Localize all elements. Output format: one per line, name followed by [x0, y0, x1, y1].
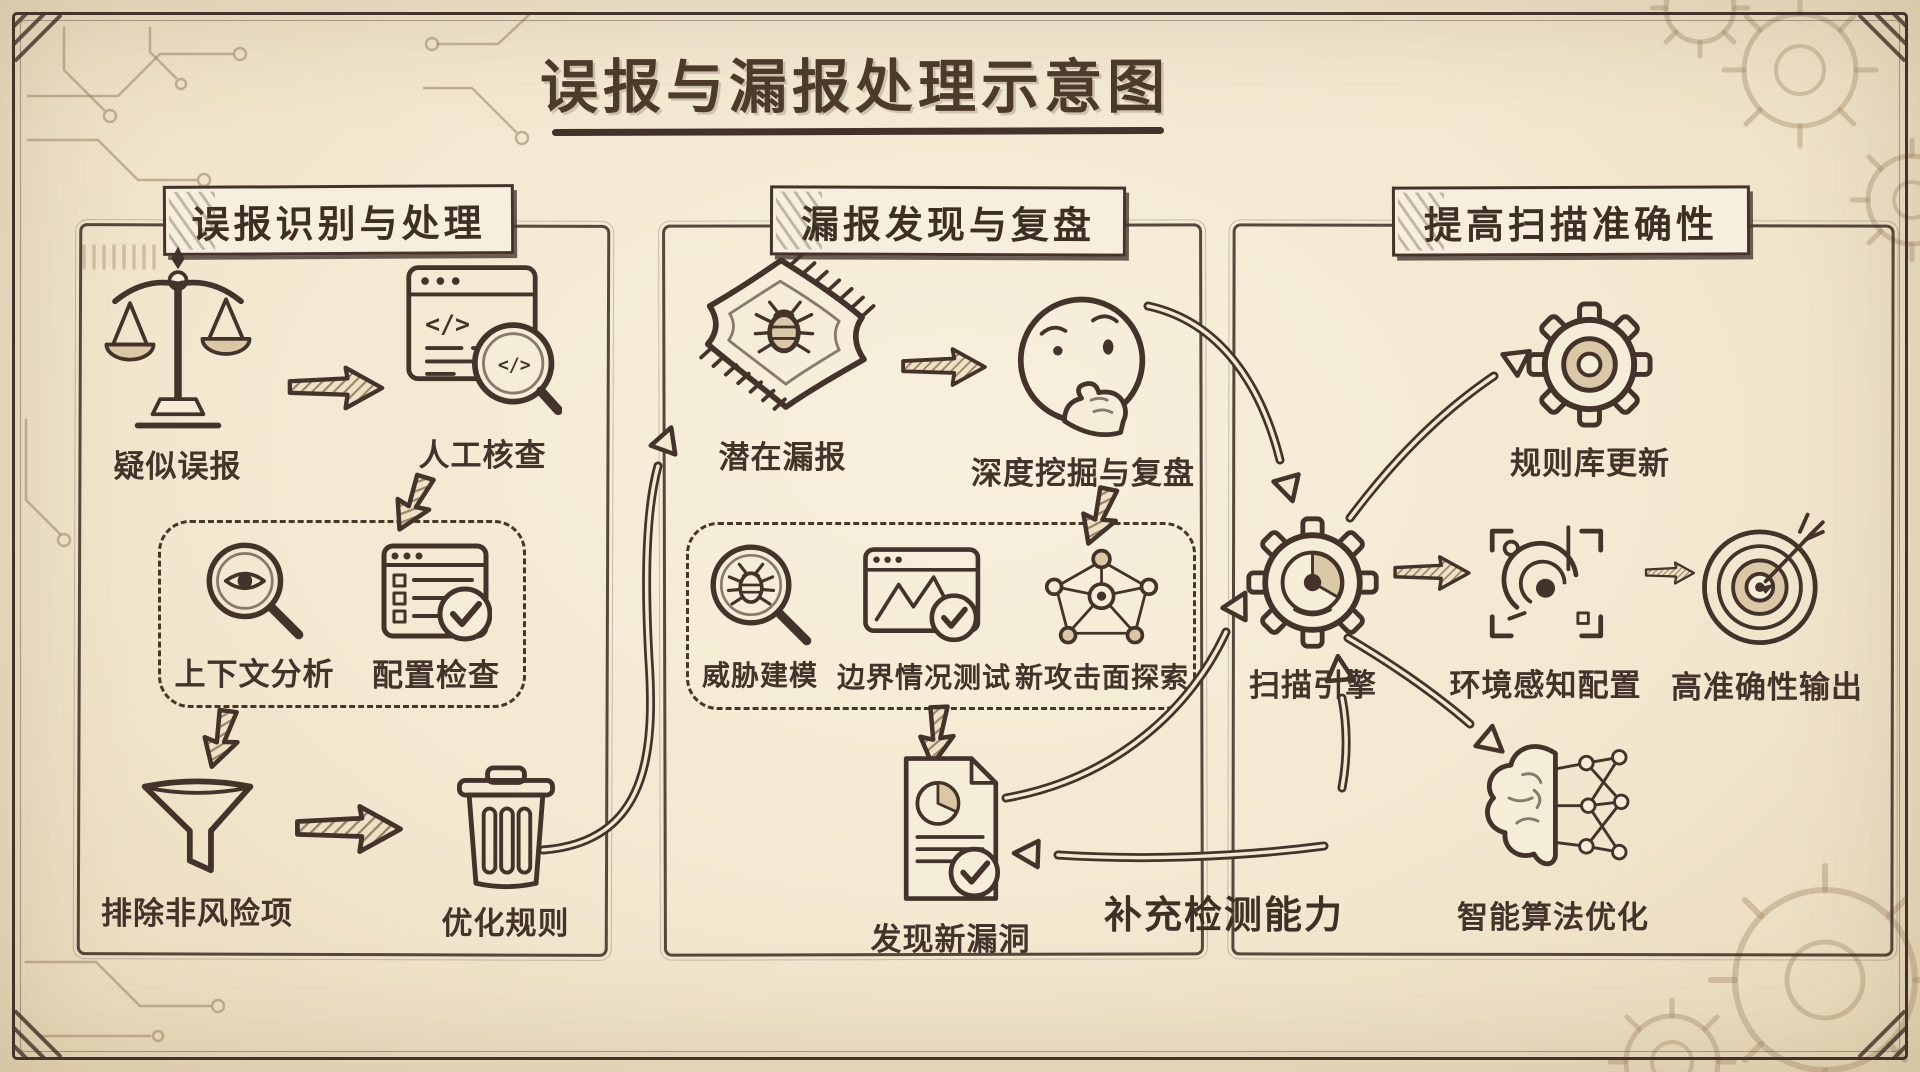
- node-env-aware-config: 环境感知配置: [1448, 512, 1643, 705]
- trash-icon: [456, 765, 555, 890]
- node-potential-missed: 潜在漏报: [680, 248, 885, 477]
- node-label: 环境感知配置: [1449, 668, 1642, 703]
- header-accuracy: 提高扫描准确性: [1391, 185, 1751, 257]
- bug-rug-icon: [698, 252, 875, 411]
- node-algorithm-optimization: 智能算法优化: [1448, 736, 1658, 937]
- node-label: 扫描引擎: [1249, 668, 1377, 703]
- node-label: 威胁建模: [701, 660, 818, 691]
- dartboard-icon: [1702, 512, 1825, 645]
- node-suspected-false-positive: 疑似误报: [85, 240, 270, 486]
- thinking-face-icon: [1017, 296, 1146, 438]
- group-box-verification: [158, 520, 526, 708]
- node-label: 上下文分析: [174, 657, 335, 692]
- node-scan-engine: 扫描引擎: [1238, 512, 1388, 705]
- node-manual-verification: </> </> 人工核查: [390, 252, 575, 475]
- node-label: 深度挖掘与复盘: [971, 456, 1195, 491]
- node-label: 疑似误报: [113, 449, 242, 484]
- node-label: 高准确性输出: [1671, 670, 1863, 705]
- node-label: 规则库更新: [1510, 446, 1670, 481]
- node-label: 智能算法优化: [1457, 900, 1649, 935]
- browser-code-magnifier-icon: </> </>: [405, 265, 562, 416]
- code-glyph: </>: [497, 355, 530, 376]
- node-new-vulnerability: 发现新漏洞: [858, 752, 1043, 959]
- node-exclude-non-risk: 排除非风险项: [92, 772, 302, 933]
- supplement-capability-label: 补充检测能力: [1103, 895, 1344, 937]
- network-graph-icon: [1044, 548, 1159, 645]
- circuit-trace-left-edge: [24, 418, 72, 548]
- funnel-icon: [141, 778, 253, 874]
- node-label: 发现新漏洞: [870, 922, 1031, 957]
- title-underline: [551, 126, 1165, 137]
- header-false-negative: 漏报发现与复盘: [769, 185, 1127, 257]
- node-boundary-testing: 边界情况测试: [837, 544, 1012, 696]
- brain-network-icon: [1485, 744, 1630, 867]
- node-label: 边界情况测试: [837, 662, 1012, 693]
- checklist-check-icon: [381, 543, 492, 642]
- node-attack-surface: 新攻击面探索: [1015, 546, 1190, 696]
- node-label: 优化规则: [441, 906, 570, 941]
- code-glyph: </>: [425, 310, 470, 339]
- node-label: 排除非风险项: [101, 896, 293, 931]
- sensor-target-icon: [1489, 525, 1603, 639]
- node-config-check: 配置检查: [356, 542, 516, 695]
- node-high-accuracy-output: 高准确性输出: [1662, 506, 1872, 707]
- node-deep-dive-review: 深度挖掘与复盘: [958, 290, 1208, 493]
- gear-icon: [1526, 301, 1653, 428]
- node-label: 配置检查: [372, 658, 500, 693]
- page-title: 误报与漏报处理示意图: [539, 55, 1170, 120]
- node-label: 潜在漏报: [718, 440, 847, 475]
- chart-check-window-icon: [863, 547, 981, 643]
- magnifier-eye-icon: [206, 542, 304, 640]
- bug-magnifier-icon: [710, 544, 812, 646]
- node-context-analysis: 上下文分析: [172, 538, 337, 694]
- circuit-trace-bottom-left: [24, 960, 226, 1043]
- node-label: 人工核查: [418, 438, 547, 473]
- node-threat-modeling: 威胁建模: [695, 540, 825, 694]
- node-optimize-rules: 优化规则: [428, 764, 583, 943]
- node-rule-update: 规则库更新: [1505, 298, 1675, 483]
- document-pie-check-icon: [903, 756, 1000, 901]
- balance-scale-icon: [104, 246, 251, 429]
- gear-pie-icon: [1246, 516, 1379, 649]
- node-label: 新攻击面探索: [1015, 662, 1190, 693]
